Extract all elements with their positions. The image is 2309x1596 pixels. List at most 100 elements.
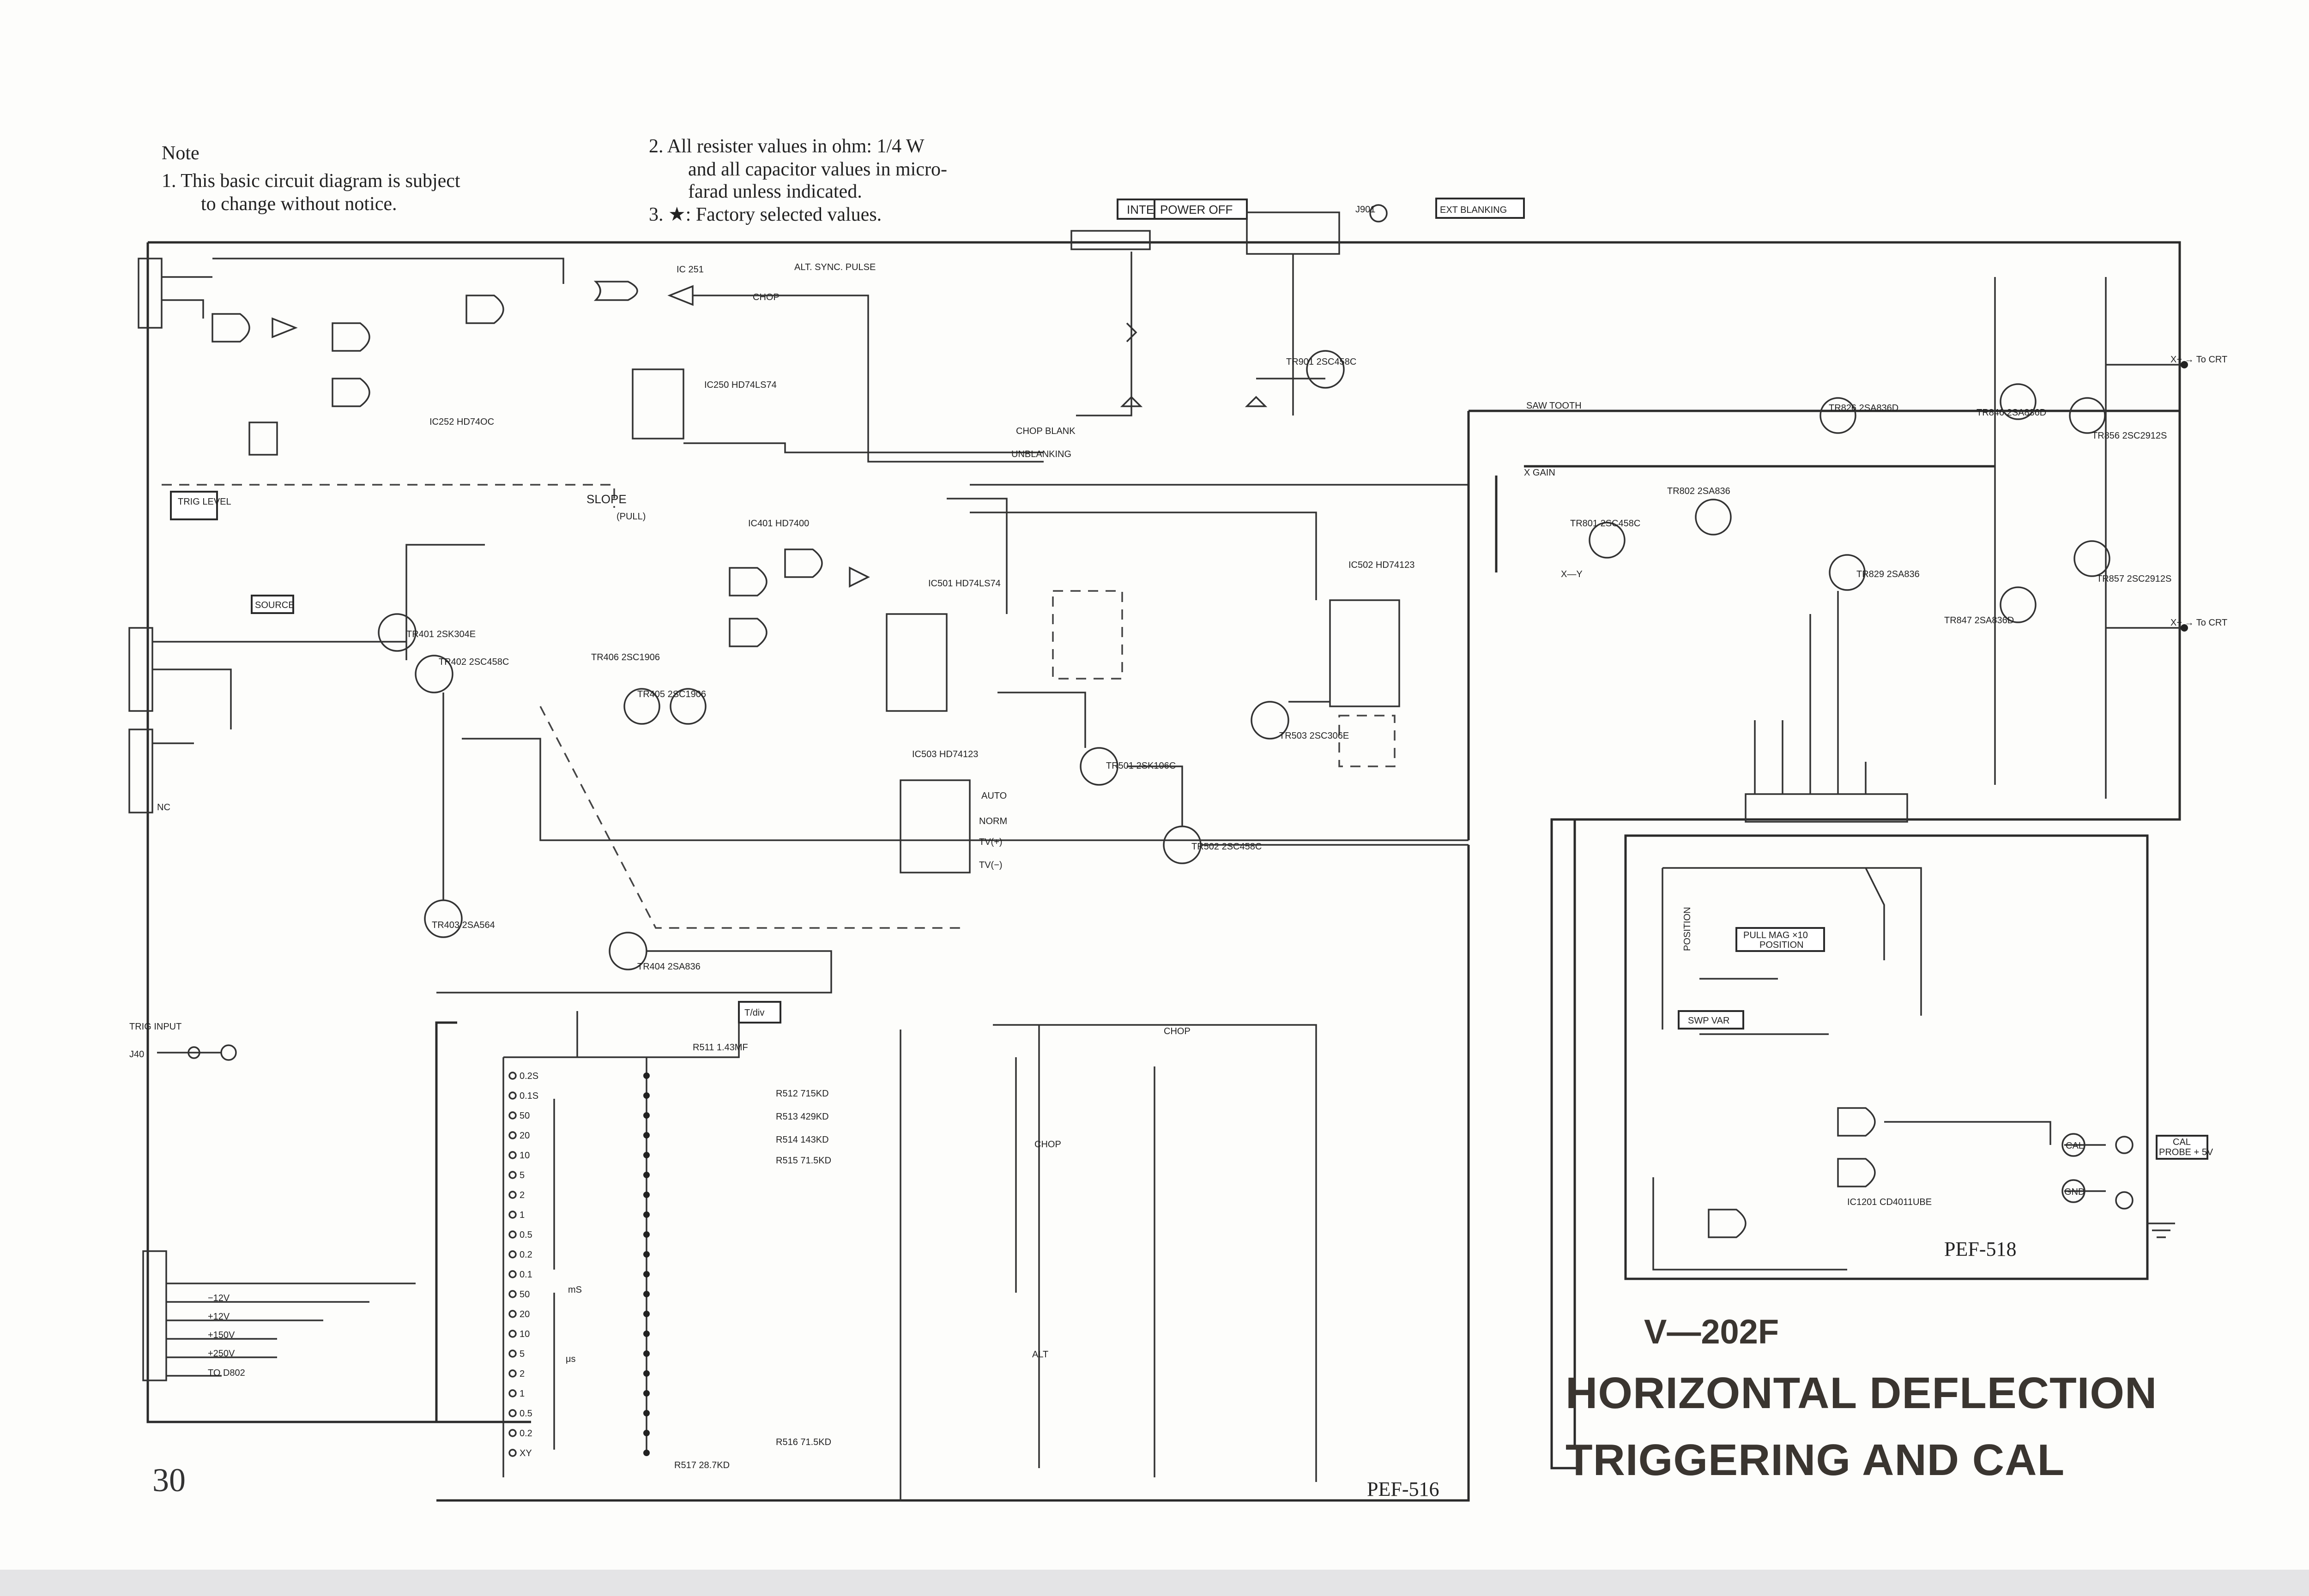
- power-off-box: [1154, 199, 1248, 220]
- range-contact-2: [643, 1112, 650, 1119]
- crt-output-2-label: X+ → To CRT: [2170, 618, 2227, 628]
- ic-supply-box: [248, 422, 278, 456]
- amp-rails: [1467, 410, 2180, 840]
- range-label: 2: [520, 1190, 525, 1200]
- trig-input-jack-icon: [220, 1044, 237, 1061]
- range-label: 10: [520, 1150, 530, 1161]
- trig-input-connector-icon: [187, 1046, 200, 1059]
- range-contact: [508, 1349, 517, 1358]
- position-label: POSITION: [1682, 907, 1692, 951]
- range-contact: [508, 1449, 517, 1457]
- gnd-jack-icon: [2115, 1191, 2134, 1210]
- ic251-label: IC 251: [677, 265, 704, 275]
- trigger-wires: [405, 544, 1469, 994]
- ext-blanking-jack-icon: [1369, 204, 1388, 223]
- ground-symbol-icon: [2147, 1223, 2175, 1238]
- tr403-label: TR403 2SA564: [432, 920, 495, 930]
- range-contact-2: [643, 1192, 650, 1198]
- range-contact-2: [643, 1430, 650, 1436]
- tr802-label: TR802 2SA836: [1667, 486, 1730, 496]
- range-contact-2: [643, 1370, 650, 1377]
- tr801-label: TR801 2SC458C: [1570, 518, 1640, 529]
- tr829-label: TR829 2SA836: [1856, 569, 1920, 579]
- tr846-label: TR846 2SA836D: [1977, 408, 2046, 418]
- power-wires: [166, 1283, 416, 1377]
- tr847-label: TR847 2SA836D: [1944, 615, 2014, 626]
- note-2a: 2. All resister values in ohm: 1/4 W: [649, 136, 925, 157]
- us-label: μs: [566, 1354, 576, 1364]
- trig-level-label: TRIG LEVEL: [178, 497, 231, 507]
- range-contact-2: [643, 1231, 650, 1238]
- tr406-label: TR406 2SC1906: [591, 652, 660, 662]
- range-label: 0.2: [520, 1428, 532, 1439]
- power-label-neg12: −12V: [208, 1293, 230, 1303]
- p1102-connector: [142, 1250, 167, 1381]
- range-contact: [508, 1310, 517, 1318]
- rv1101-pot: [1246, 211, 1340, 255]
- range-contact: [508, 1072, 517, 1080]
- cal-probe-jack-icon: [2115, 1136, 2134, 1154]
- slope-linkage: [162, 484, 961, 929]
- timebase-resistor-label: R517 28.7KD: [674, 1460, 730, 1470]
- range-contact-2: [643, 1251, 650, 1258]
- range-contact: [508, 1151, 517, 1159]
- range-contact: [508, 1270, 517, 1278]
- note-heading: Note: [162, 143, 199, 164]
- input-wires: [152, 641, 406, 744]
- tv-plus-label: TV(+): [979, 837, 1003, 847]
- j251-connector: [138, 258, 163, 329]
- pull-mag-label: PULL MAG ×10: [1743, 930, 1808, 940]
- power-label-pos150: +150V: [208, 1330, 235, 1340]
- ic401-label: IC401 HD7400: [748, 518, 809, 529]
- j901-label: J901: [1355, 205, 1375, 215]
- power-label-pos250: +250V: [208, 1349, 235, 1359]
- saw-tooth-label: SAW TOOTH: [1526, 401, 1582, 411]
- range-contact-2: [643, 1211, 650, 1218]
- inner-rail: [435, 1021, 457, 1422]
- note-3: 3. ★: Factory selected values.: [649, 204, 882, 225]
- range-label: 1: [520, 1389, 525, 1399]
- timebase-resistor-label: R511 1.43MF: [693, 1042, 748, 1053]
- cal-probe-box: [2156, 1135, 2208, 1160]
- timebase-resistor-label: R515 71.5KD: [776, 1156, 831, 1166]
- pef516-label: PEF-516: [1367, 1478, 1439, 1500]
- range-contact-2: [643, 1172, 650, 1178]
- chop-top-label: CHOP: [753, 292, 780, 302]
- tdiv-label: T/div: [744, 1008, 764, 1018]
- pef516-bottom-bus: [436, 845, 1470, 1502]
- ic501-box: [886, 613, 948, 712]
- ct-rt-box: [1052, 590, 1123, 680]
- range-label: 0.2: [520, 1250, 532, 1260]
- range-contact: [508, 1111, 517, 1120]
- note-1a: 1. This basic circuit diagram is subject: [162, 170, 460, 192]
- tr502-label: TR502 2SC458C: [1191, 842, 1262, 852]
- range-contact: [508, 1409, 517, 1417]
- trig-level-box: [170, 491, 218, 520]
- note-2c: farad unless indicated.: [688, 181, 862, 202]
- tr802-symbol: [1695, 499, 1732, 536]
- range-label: 0.1S: [520, 1091, 538, 1101]
- sync-logic: IC 251 IC252 HD74OC IC250 HD74LS74 ALT. …: [138, 258, 1076, 463]
- range-label: 0.5: [520, 1409, 532, 1419]
- range-label: 5: [520, 1170, 525, 1180]
- cal-probe-label-2: PROBE + 5V: [2159, 1147, 2213, 1157]
- main-frame: [146, 241, 2181, 1470]
- tr829-symbol: [1829, 554, 1866, 591]
- page-bottom-edge: [0, 1570, 2309, 1596]
- ext-blanking-label: EXT BLANKING: [1440, 205, 1507, 215]
- crt-output-1-label: X+ → To CRT: [2170, 355, 2227, 365]
- unblanking-label: UNBLANKING: [1011, 449, 1071, 459]
- trig-input-label: TRIG INPUT: [129, 1022, 181, 1032]
- tr826-symbol: [1819, 397, 1856, 434]
- range-contact-2: [643, 1350, 650, 1357]
- range-contact: [508, 1429, 517, 1437]
- ic250-label: IC250 HD74LS74: [704, 380, 777, 390]
- power-label-pos12: +12V: [208, 1312, 230, 1322]
- ic1201-gates: [1708, 1107, 1876, 1238]
- range-label: 20: [520, 1309, 530, 1319]
- range-contact: [508, 1369, 517, 1378]
- timebase-bus: [502, 1011, 1017, 1500]
- chop-switch-label: CHOP: [1164, 1026, 1191, 1036]
